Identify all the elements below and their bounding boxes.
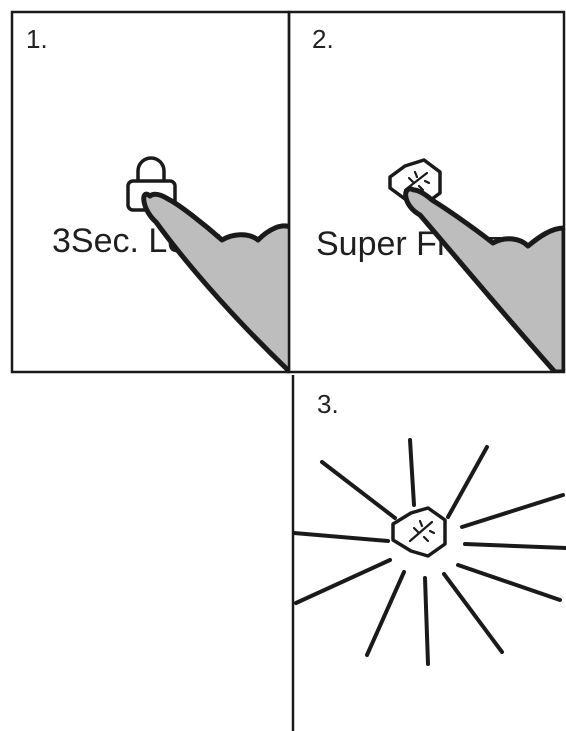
step-3-number: 3. xyxy=(317,389,339,419)
pointing-hand xyxy=(406,189,564,372)
panel-2: 2. Super Freeze xyxy=(289,12,564,372)
step-2-number: 2. xyxy=(312,24,334,54)
pointing-hand xyxy=(144,194,292,372)
panel-1: 1. 3Sec. Lock xyxy=(12,12,292,372)
step-1-number: 1. xyxy=(26,24,48,54)
panel-3: 3. xyxy=(293,375,566,731)
super-freeze-icon xyxy=(393,508,445,556)
